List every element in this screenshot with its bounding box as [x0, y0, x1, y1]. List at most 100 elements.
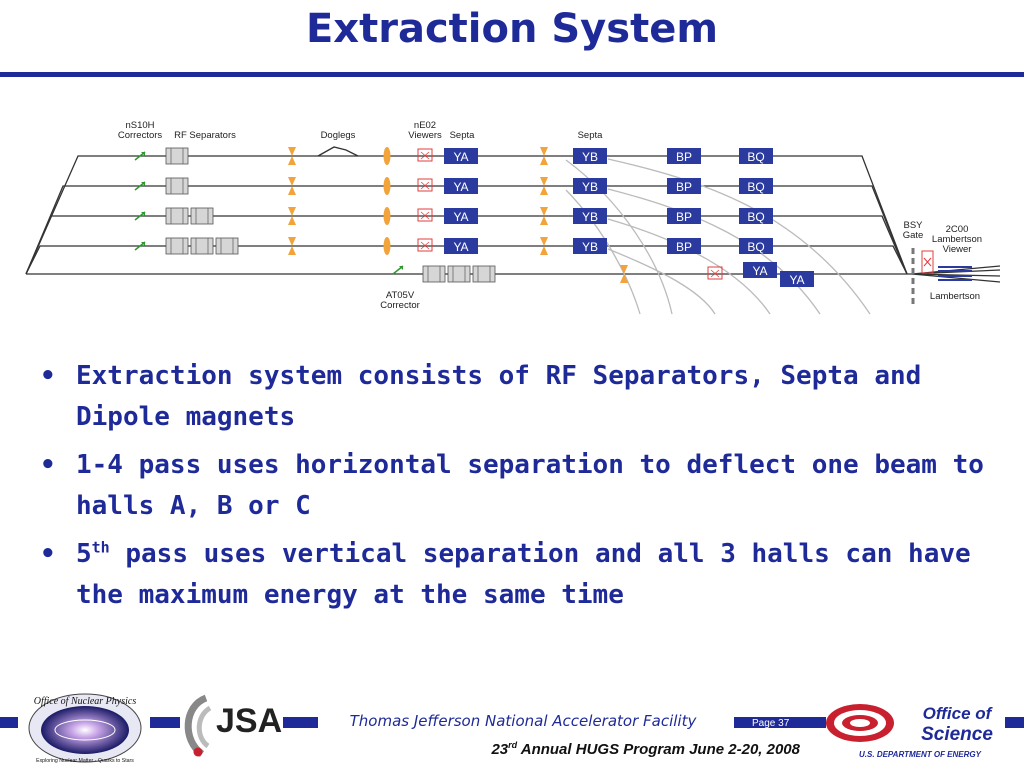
septa-ya-pass-5a [743, 262, 777, 278]
logo-science: Science [921, 724, 993, 745]
bullet-3: • 5th pass uses vertical separation and … [40, 534, 990, 616]
label-lambertson-viewer-2: Lambertson [932, 234, 982, 245]
dipole-bq-pass-1-label: BQ [747, 150, 764, 164]
corrector-pass-1-head [141, 152, 145, 156]
logo-nuclear-title: Office of Nuclear Physics [34, 696, 137, 707]
dipole-bp-pass-2 [667, 178, 701, 194]
septa-ya-pass-3 [444, 208, 478, 224]
logo-jsa-text: JSA [216, 702, 282, 740]
quad-a-pass-4 [288, 237, 296, 255]
septa-yb-pass-3 [573, 208, 607, 224]
septa-ya-pass-5b-label: YA [789, 273, 804, 287]
quad-c-pass-3 [540, 207, 548, 225]
footer-event: 23rd Annual HUGS Program June 2-20, 2008 [491, 740, 800, 758]
quad-a-pass-1 [288, 147, 296, 165]
bullet-text-rest: pass uses vertical separation and all 3 … [76, 539, 971, 610]
bullet-list: • Extraction system consists of RF Separ… [40, 356, 990, 623]
viewer-pass-2 [417, 178, 433, 192]
septa-yb-pass-2 [573, 178, 607, 194]
label-at05v-1: AT05V [386, 290, 415, 301]
extraction-arcs [565, 158, 871, 315]
corrector-pass-2-head [141, 182, 145, 186]
corrector-at05v-head [399, 266, 403, 270]
dipole-bp-pass-4 [667, 238, 701, 254]
label-doglegs: Doglegs [321, 130, 356, 141]
rf-separator-pass-5-3 [472, 265, 496, 283]
rf-separator-pass-5-2 [447, 265, 471, 283]
quad-a-pass-2 [288, 177, 296, 195]
corrector-pass-3-head [141, 212, 145, 216]
footer-organization: Thomas Jefferson National Accelerator Fa… [318, 712, 728, 730]
label-correctors-1: nS10H [125, 120, 154, 131]
bullet-text-start: 5 [76, 539, 92, 569]
bullet-text: 1-4 pass uses horizontal separation to d… [76, 450, 984, 521]
corrector-pass-4-head [141, 242, 145, 246]
rf-separator-pass-3-2 [190, 207, 214, 225]
septa-yb-pass-4-label: YB [582, 240, 598, 254]
dipole-bq-pass-2 [739, 178, 773, 194]
viewer-pass-3-cross [420, 211, 430, 220]
dipole-bp-pass-3-label: BP [676, 210, 692, 224]
event-superscript: rd [508, 740, 518, 750]
rf-separator-pass-3-1 [165, 207, 189, 225]
septa-yb-pass-4 [573, 238, 607, 254]
septa-ya-pass-2 [444, 178, 478, 194]
viewer-pass-3 [417, 208, 433, 222]
label-septa-1: Septa [450, 130, 476, 141]
label-lambertson-viewer-1: 2C00 [946, 224, 969, 235]
office-of-science-logo: Office of Science U.S. DEPARTMENT OF ENE… [826, 704, 994, 759]
rf-separator-pass-1-1 [165, 147, 189, 165]
extraction-diagram: YA YB BP BQ YA YB BP BQ YA YB BP BQ YA YB BP BQ YA YA nS1… [25, 120, 1001, 315]
label-lambertson: Lambertson [930, 291, 980, 302]
septa-yb-pass-1-label: YB [582, 150, 598, 164]
bullet-dot: • [40, 361, 56, 391]
logo-office-of: Office of [923, 704, 994, 723]
lambertson-viewer [921, 250, 934, 274]
dipole-bq-pass-3-label: BQ [747, 210, 764, 224]
quad-b-pass-4 [383, 237, 391, 255]
dipole-bq-pass-4-label: BQ [747, 240, 764, 254]
quad-pass-5 [620, 265, 628, 283]
viewer-pass-1-cross [420, 151, 430, 160]
dipole-bq-pass-4 [739, 238, 773, 254]
quad-c-pass-1 [540, 147, 548, 165]
page-number: Page 37 [752, 718, 790, 729]
dipole-bq-pass-2-label: BQ [747, 180, 764, 194]
viewer-pass-5-cross [710, 269, 720, 278]
quad-b-pass-2 [383, 177, 391, 195]
label-septa-2: Septa [578, 130, 604, 141]
rf-separator-pass-4-3 [215, 237, 239, 255]
dipole-bp-pass-1-label: BP [676, 150, 692, 164]
rf-separator-pass-5-1 [422, 265, 446, 283]
septa-ya-pass-4-label: YA [453, 240, 468, 254]
diagram-labels: nS10H Correctors RF Separators Doglegs n… [118, 120, 982, 311]
label-bsy-gate-1: BSY [903, 220, 923, 231]
rf-separator-pass-4-2 [190, 237, 214, 255]
viewer-pass-4 [417, 238, 433, 252]
footer-bar [0, 717, 1024, 728]
bullet-superscript: th [91, 538, 110, 557]
quad-c-pass-2 [540, 177, 548, 195]
lambertson-magnet [938, 266, 972, 281]
bullet-2: • 1-4 pass uses horizontal separation to… [40, 445, 990, 527]
septa-ya-pass-1-label: YA [453, 150, 468, 164]
rf-separator-pass-2-1 [165, 177, 189, 195]
dipole-bq-pass-3 [739, 208, 773, 224]
label-bsy-gate-2: Gate [903, 230, 924, 241]
septa-ya-pass-5a-label: YA [752, 264, 767, 278]
dipole-bp-pass-4-label: BP [676, 240, 692, 254]
label-viewers-2: Viewers [408, 130, 442, 141]
septa-ya-pass-3-label: YA [453, 210, 468, 224]
dipole-bp-pass-3 [667, 208, 701, 224]
septa-ya-pass-1 [444, 148, 478, 164]
bullet-dot: • [40, 450, 56, 480]
septa-ya-pass-2-label: YA [453, 180, 468, 194]
septa-yb-pass-3-label: YB [582, 210, 598, 224]
dipole-bp-pass-2-label: BP [676, 180, 692, 194]
septa-yb-pass-2-label: YB [582, 180, 598, 194]
quad-c-pass-4 [540, 237, 548, 255]
label-lambertson-viewer-3: Viewer [943, 244, 972, 255]
label-viewers-1: nE02 [414, 120, 436, 131]
septa-ya-pass-5b [780, 271, 814, 287]
dipole-bq-pass-1 [739, 148, 773, 164]
